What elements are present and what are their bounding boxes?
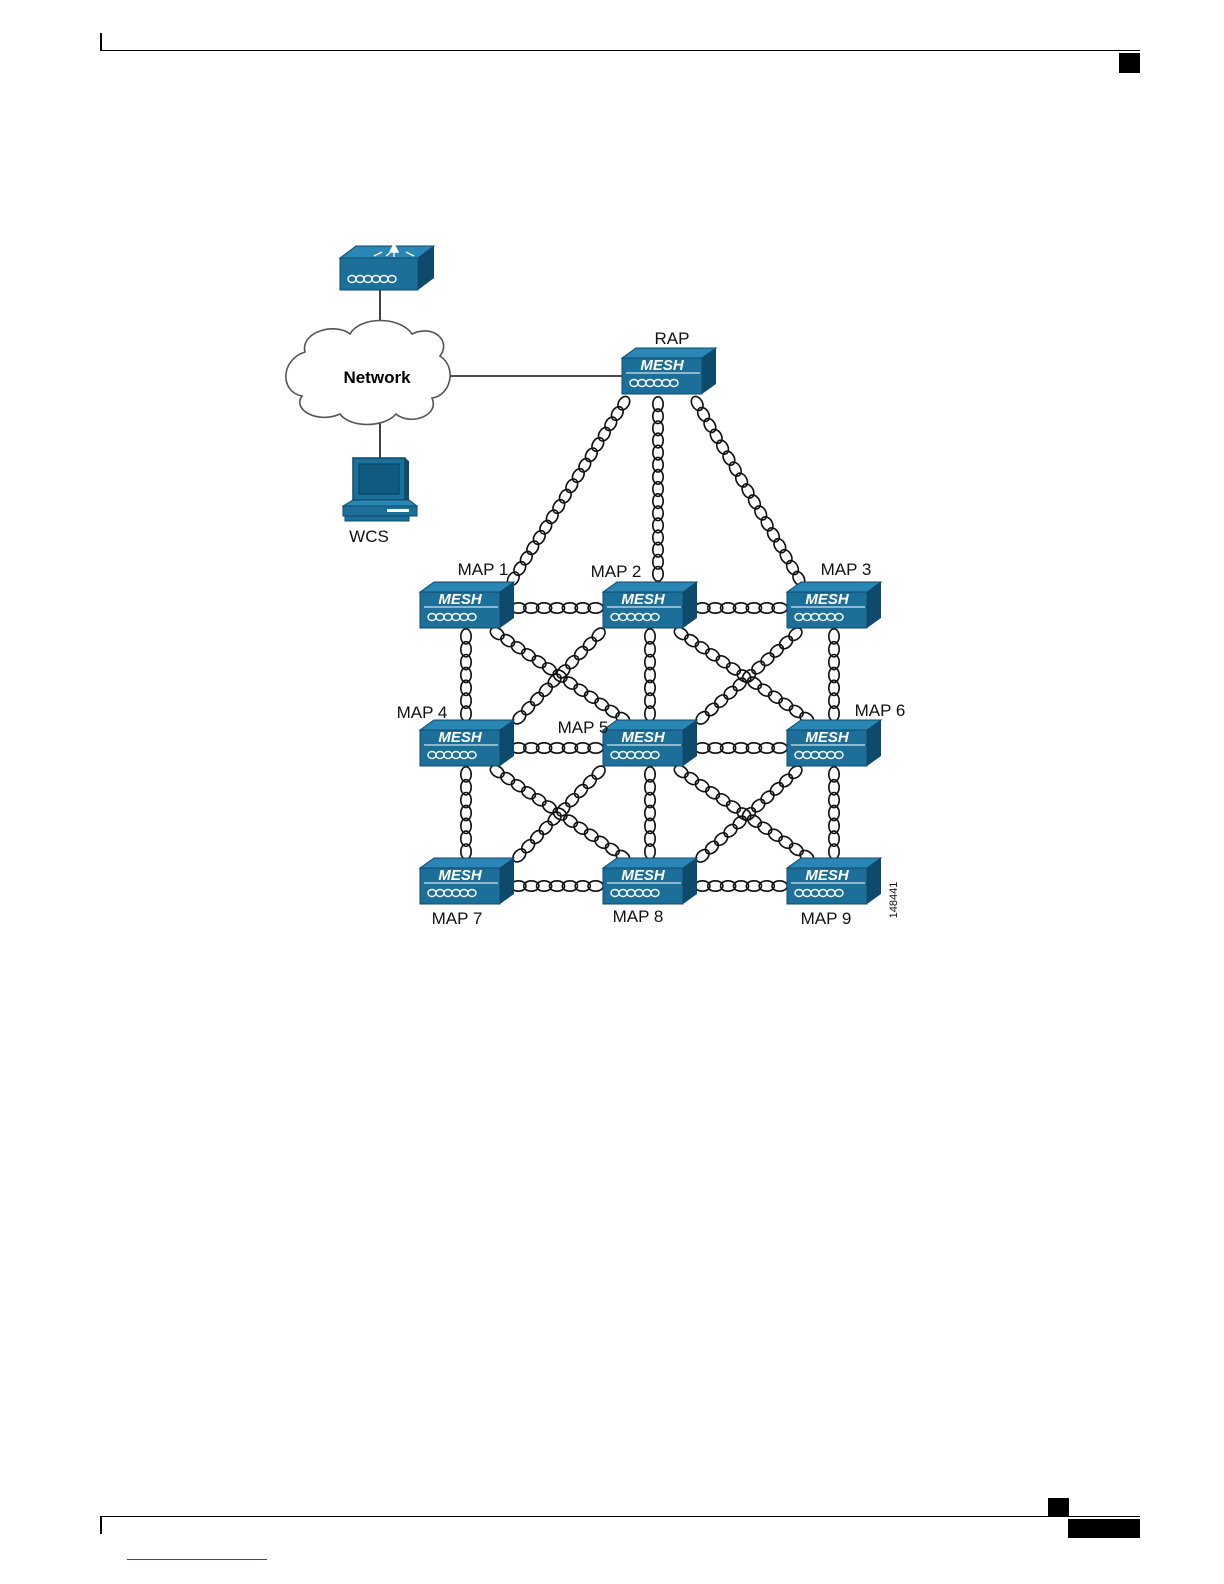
wireless-link-map3-map6 xyxy=(829,629,839,721)
wireless-links xyxy=(461,394,839,891)
wireless-link-map6-map8 xyxy=(694,763,805,864)
svg-text:MESH: MESH xyxy=(805,729,850,746)
wireless-link-map2-map5 xyxy=(645,629,655,721)
wireless-link-map2-map4 xyxy=(510,626,607,727)
wireless-link-map5-map6 xyxy=(695,743,787,753)
wireless-link-map1-map4 xyxy=(461,629,471,721)
wireless-link-rap-map1 xyxy=(505,394,632,587)
wireless-link-map1-map2 xyxy=(511,603,603,613)
controller-icon xyxy=(340,244,434,290)
wireless-link-map5-map8 xyxy=(645,767,655,859)
svg-text:MESH: MESH xyxy=(805,867,850,884)
wcs-label: WCS xyxy=(349,527,389,546)
map7-device: MESH xyxy=(420,858,514,904)
wireless-link-map2-map3 xyxy=(695,603,787,613)
map9-device: MESH xyxy=(787,858,881,904)
map2-label: MAP 2 xyxy=(591,562,642,581)
wireless-link-map8-map9 xyxy=(695,881,787,891)
map3-device: MESH xyxy=(787,582,881,628)
svg-text:MESH: MESH xyxy=(438,867,483,884)
map6-device: MESH xyxy=(787,720,881,766)
map8-device: MESH xyxy=(603,858,697,904)
network-label: Network xyxy=(343,368,411,387)
map4-label: MAP 4 xyxy=(397,703,448,722)
svg-text:MESH: MESH xyxy=(621,867,666,884)
wireless-link-map4-map7 xyxy=(461,767,471,859)
svg-text:MESH: MESH xyxy=(621,591,666,608)
map3-label: MAP 3 xyxy=(821,560,872,579)
wireless-link-map4-map5 xyxy=(511,743,603,753)
workstation-icon xyxy=(343,458,417,521)
map8-label: MAP 8 xyxy=(613,907,664,926)
map1-label: MAP 1 xyxy=(458,560,509,579)
network-cloud-icon: Network xyxy=(286,321,450,425)
svg-text:MESH: MESH xyxy=(438,591,483,608)
map5-label: MAP 5 xyxy=(558,718,609,737)
wireless-link-map7-map8 xyxy=(511,881,603,891)
rap-label: RAP xyxy=(655,329,690,348)
svg-text:MESH: MESH xyxy=(621,729,666,746)
svg-text:MESH: MESH xyxy=(438,729,483,746)
wireless-link-map3-map5 xyxy=(694,625,805,726)
wireless-link-rap-map3 xyxy=(689,394,807,587)
map9-label: MAP 9 xyxy=(801,909,852,928)
map5-device: MESH xyxy=(603,720,697,766)
rap-device-text: MESH xyxy=(640,357,685,374)
svg-text:MESH: MESH xyxy=(805,591,850,608)
map2-device: MESH xyxy=(603,582,697,628)
map4-device: MESH xyxy=(420,720,514,766)
map7-label: MAP 7 xyxy=(432,909,483,928)
wireless-link-rap-map2 xyxy=(653,397,663,581)
mesh-access-point-icon: MESH xyxy=(622,348,716,394)
map6-label: MAP 6 xyxy=(855,701,906,720)
wireless-link-map6-map9 xyxy=(829,767,839,859)
wireless-link-map5-map7 xyxy=(510,764,607,865)
map1-device: MESH xyxy=(420,582,514,628)
figure-id: 148441 xyxy=(888,882,900,919)
